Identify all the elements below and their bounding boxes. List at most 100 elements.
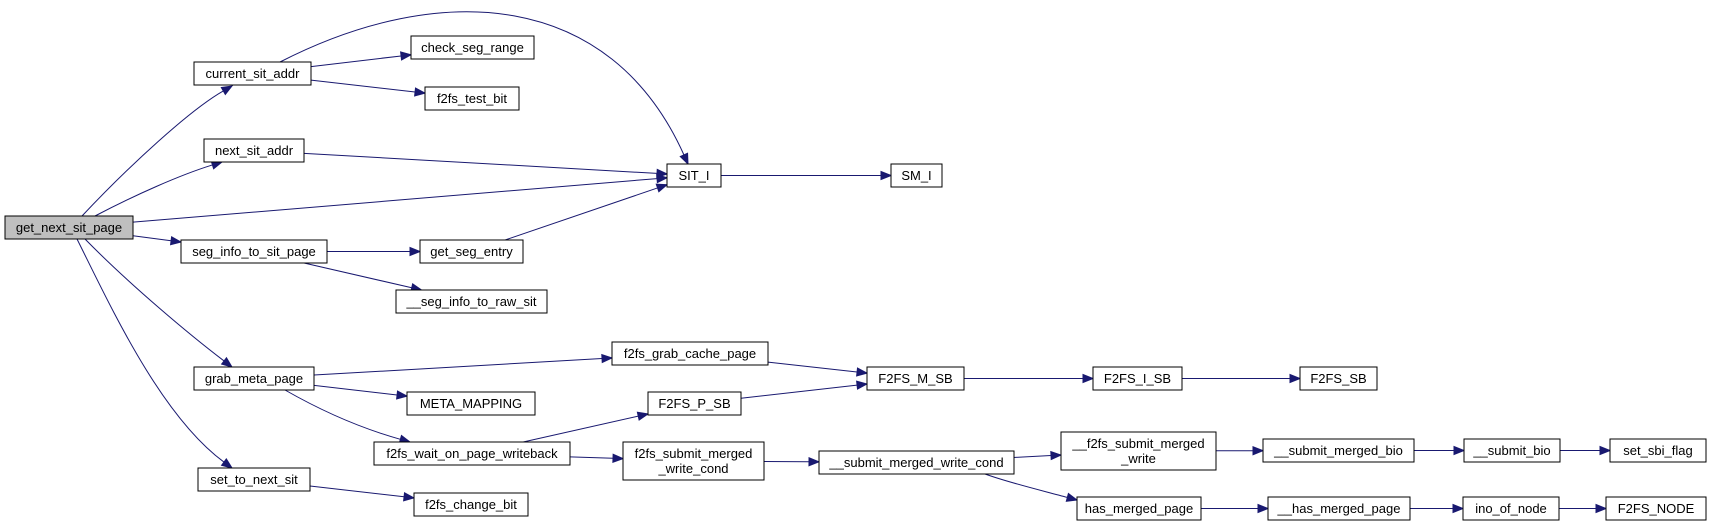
edge-get-next-sit-page-to-set-to-next-sit-arrowhead [220,457,234,469]
node-get-seg-entry[interactable]: get_seg_entry [419,239,524,264]
node-submit-bio[interactable]: __submit_bio [1463,438,1561,463]
edge-f2fs-wait-on-page-writeback-to-f2fs-submit-merged-write-cond [569,456,614,459]
node-set-sbi-flag[interactable]: set_sbi_flag [1609,438,1707,463]
edge-next-sit-addr-to-sit-i-arrowhead [656,168,669,179]
edge-get-seg-entry-to-sit-i [505,187,658,241]
node-f2fs-submit-merged-write[interactable]: __f2fs_submit_merged_write [1060,431,1217,471]
node-label-submit-merged-bio: __submit_merged_bio [1273,443,1403,458]
edge-get-next-sit-page-to-seg-info-to-sit-page-arrowhead [169,235,183,246]
node-f2fs-m-sb[interactable]: F2FS_M_SB [866,366,965,391]
edge-f2fs-wait-on-page-writeback-to-f2fs-submit-merged-write-cond-arrowhead [612,453,625,463]
node-label-f2fs-grab-cache-page: f2fs_grab_cache_page [624,346,756,361]
node-has-merged-page[interactable]: __has_merged_page [1267,496,1411,521]
node-box-current-sit-addr [193,61,312,86]
node-submit-merged-write-cond[interactable]: __submit_merged_write_cond [818,450,1015,475]
edge-submit-bio-to-set-sbi-flag-arrowhead [1599,445,1612,456]
node-box-f2fs-grab-cache-page [611,341,769,366]
edge-submit-merged-bio-to-submit-bio-arrowhead [1453,445,1466,456]
node-label-f2fs-test-bit: f2fs_test_bit [437,91,507,106]
edge-submit-merged-write-cond-to-f2fs-submit-merged-write [1013,455,1052,458]
node-f2fs-change-bit[interactable]: f2fs_change_bit [413,492,529,517]
node-has-merged-page[interactable]: has_merged_page [1076,496,1202,521]
node-box-set-sbi-flag [1609,438,1707,463]
node-label-f2fs-sb: F2FS_SB [1310,371,1366,386]
node-layer: get_next_sit_page current_sit_addr next_si… [4,35,1707,521]
edge-current-sit-addr-to-sit-i-arrowhead [679,152,689,166]
node-next-sit-addr[interactable]: next_sit_addr [203,138,305,163]
edge-f2fs-grab-cache-page-to-f2fs-m-sb [767,361,858,373]
node-box-get-seg-entry [419,239,524,264]
node-label-check-seg-range: check_seg_range [421,40,524,55]
edge-submit-merged-write-cond-to-has-merged-page [984,473,1068,498]
edge-f2fs-wait-on-page-writeback-to-f2fs-p-sb-arrowhead [636,411,650,421]
node-label-meta-mapping: META_MAPPING [420,396,522,411]
edge-get-next-sit-page-to-seg-info-to-sit-page [132,235,172,242]
node-label-get-next-sit-page: get_next_sit_page [16,220,122,235]
node-label-get-seg-entry: get_seg_entry [430,244,513,259]
edge-f2fs-submit-merged-write-to-submit-merged-bio-arrowhead [1252,445,1265,456]
edge-f2fs-i-sb-to-f2fs-sb-arrowhead [1289,373,1302,384]
edge-set-to-next-sit-to-f2fs-change-bit-arrowhead [403,492,416,502]
node-current-sit-addr[interactable]: current_sit_addr [193,61,312,86]
node-label-next-sit-addr: next_sit_addr [215,143,294,158]
edge-has-merged-page-to-ino-of-node-arrowhead [1452,503,1465,514]
node-f2fs-sb[interactable]: F2FS_SB [1299,366,1378,391]
node-label-current-sit-addr: current_sit_addr [206,66,301,81]
node-f2fs-i-sb[interactable]: F2FS_I_SB [1092,366,1183,391]
edge-get-next-sit-page-to-grab-meta-page-arrowhead [220,356,234,368]
edge-has-merged-page-to-has-merged-page-arrowhead [1257,503,1270,514]
node-submit-merged-bio[interactable]: __submit_merged_bio [1262,438,1415,463]
node-meta-mapping[interactable]: META_MAPPING [406,391,536,416]
node-f2fs-submit-merged-write-cond[interactable]: f2fs_submit_merged_write_cond [622,441,765,481]
edge-current-sit-addr-to-check-seg-range-arrowhead [400,51,413,61]
edge-grab-meta-page-to-f2fs-grab-cache-page-arrowhead [601,353,614,364]
edge-get-next-sit-page-to-next-sit-addr [94,164,213,217]
edge-current-sit-addr-to-f2fs-test-bit-arrowhead [414,87,427,97]
node-box-f2fs-node [1605,496,1707,521]
node-set-to-next-sit[interactable]: set_to_next_sit [197,467,311,492]
node-f2fs-wait-on-page-writeback[interactable]: f2fs_wait_on_page_writeback [373,441,571,466]
edge-sit-i-to-sm-i-arrowhead [880,170,893,181]
node-ino-of-node[interactable]: ino_of_node [1462,496,1560,521]
node-box-submit-merged-bio [1262,438,1415,463]
node-label-f2fs-submit-merged-write-line1: __f2fs_submit_merged [1071,436,1204,451]
node-sm-i[interactable]: SM_I [890,163,943,188]
node-box-ino-of-node [1462,496,1560,521]
node-box-f2fs-submit-merged-write [1060,431,1217,471]
node-grab-meta-page[interactable]: grab_meta_page [193,366,315,391]
node-sit-i[interactable]: SIT_I [666,163,722,188]
node-box-check-seg-range [410,35,535,60]
edge-get-next-sit-page-to-current-sit-addr-arrowhead [220,85,234,96]
node-label-seg-info-to-sit-page: seg_info_to_sit_page [192,244,316,259]
edge-seg-info-to-sit-page-to-get-seg-entry-arrowhead [409,246,422,257]
node-box-f2fs-wait-on-page-writeback [373,441,571,466]
node-box-f2fs-p-sb [647,391,742,416]
node-get-next-sit-page[interactable]: get_next_sit_page [4,215,134,240]
node-label-f2fs-submit-merged-write-cond-line1: f2fs_submit_merged [635,446,753,461]
node-f2fs-node[interactable]: F2FS_NODE [1605,496,1707,521]
node-check-seg-range[interactable]: check_seg_range [410,35,535,60]
node-f2fs-p-sb[interactable]: F2FS_P_SB [647,391,742,416]
node-box-submit-bio [1463,438,1561,463]
node-label-ino-of-node: ino_of_node [1475,501,1547,516]
edge-grab-meta-page-to-meta-mapping [313,384,398,396]
node-label-f2fs-wait-on-page-writeback: f2fs_wait_on_page_writeback [386,446,558,461]
node-box-get-next-sit-page [4,215,134,240]
edge-f2fs-submit-merged-write-cond-to-submit-merged-write-cond-arrowhead [808,457,821,467]
edge-ino-of-node-to-f2fs-node-arrowhead [1595,503,1608,514]
node-seg-info-to-sit-page[interactable]: seg_info_to_sit_page [180,239,328,264]
node-box-sm-i [890,163,943,188]
node-label-sm-i: SM_I [901,168,931,183]
edge-current-sit-addr-to-sit-i [279,11,685,156]
node-label-submit-bio: __submit_bio [1472,443,1550,458]
node-label-f2fs-m-sb: F2FS_M_SB [878,371,952,386]
node-f2fs-grab-cache-page[interactable]: f2fs_grab_cache_page [611,341,769,366]
edge-grab-meta-page-to-meta-mapping-arrowhead [396,390,409,400]
node-seg-info-to-raw-sit[interactable]: __seg_info_to_raw_sit [395,289,548,314]
node-label-submit-merged-write-cond: __submit_merged_write_cond [828,455,1003,470]
node-box-seg-info-to-sit-page [180,239,328,264]
edge-set-to-next-sit-to-f2fs-change-bit [309,485,405,498]
node-box-set-to-next-sit [197,467,311,492]
node-f2fs-test-bit[interactable]: f2fs_test_bit [424,86,520,111]
